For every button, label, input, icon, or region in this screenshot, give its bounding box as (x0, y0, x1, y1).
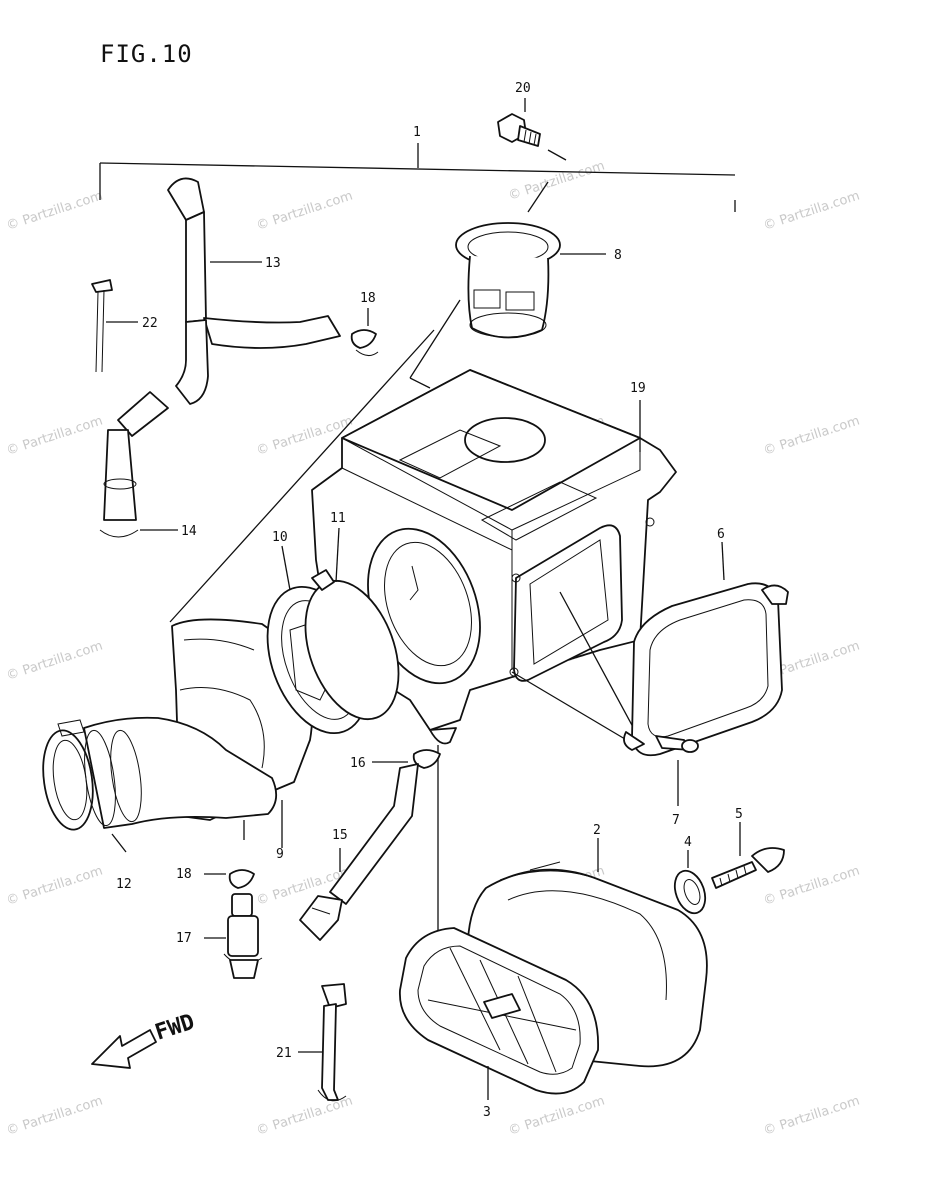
part-21-strap (298, 983, 347, 1102)
callout-6: 6 (717, 527, 725, 542)
callout-9: 9 (276, 847, 284, 862)
watermark: © Partzilla.com (762, 189, 862, 234)
watermark: © Partzilla.com (5, 639, 105, 684)
callouts: 1 20 8 13 18 22 19 14 10 11 6 16 7 5 15 … (116, 81, 743, 1120)
part-3-filter-frame (399, 927, 599, 1100)
watermark: © Partzilla.com (762, 414, 862, 459)
callout-3: 3 (483, 1105, 491, 1120)
callout-8: 8 (614, 248, 622, 263)
callout-5: 5 (735, 807, 743, 822)
callout-18-bottom: 18 (176, 867, 192, 882)
callout-21: 21 (276, 1046, 292, 1061)
watermark: © Partzilla.com (255, 189, 355, 234)
fwd-label: FWD (152, 1010, 198, 1046)
watermark: © Partzilla.com (5, 864, 105, 909)
part-11-clamp-ring (304, 527, 400, 721)
watermark: © Partzilla.com (507, 1094, 607, 1139)
part-19-air-cleaner-case (311, 369, 677, 745)
part-12-intake-duct (42, 716, 278, 853)
callout-4: 4 (684, 835, 692, 850)
watermark: © Partzilla.com (255, 1094, 355, 1139)
callout-2: 2 (593, 823, 601, 838)
callout-17: 17 (176, 931, 192, 946)
callout-10: 10 (272, 530, 288, 545)
part-22-clamp-band (91, 279, 138, 373)
fwd-arrow: FWD (91, 1010, 198, 1069)
part-18-clip-bottom (204, 869, 255, 889)
leader-lines (169, 329, 641, 1040)
part-8-intake-funnel (409, 222, 606, 389)
watermark: © Partzilla.com (762, 864, 862, 909)
callout-15: 15 (332, 828, 348, 843)
part-17-drain-plug (204, 893, 263, 979)
callout-14: 14 (181, 524, 197, 539)
callout-20: 20 (515, 81, 531, 96)
part-20-bolt (497, 98, 567, 213)
callout-16: 16 (350, 756, 366, 771)
callout-13: 13 (265, 256, 281, 271)
watermark: © Partzilla.com (5, 189, 105, 234)
watermark: © Partzilla.com (5, 1094, 105, 1139)
part-14-drain-tube (99, 391, 178, 538)
watermark: © Partzilla.com (255, 414, 355, 459)
assembly-bracket (99, 143, 736, 212)
watermark: © Partzilla.com (762, 1094, 862, 1139)
part-4-washer (673, 850, 707, 915)
part-13-breather-hose (167, 177, 341, 405)
figure-title: FIG.10 (100, 40, 193, 68)
part-7-screw (655, 735, 699, 806)
part-18-clip-top (350, 308, 379, 356)
callout-18-top: 18 (360, 291, 376, 306)
callout-7: 7 (672, 813, 680, 828)
callout-11: 11 (330, 511, 346, 526)
watermark: © Partzilla.com (507, 159, 607, 204)
callout-12: 12 (116, 877, 132, 892)
part-15-drain-hose (299, 763, 419, 941)
part-16-clip (372, 749, 441, 769)
callout-22: 22 (142, 316, 158, 331)
watermark: © Partzilla.com (5, 414, 105, 459)
part-5-wing-bolt (711, 822, 785, 889)
part-6-case-cover (623, 541, 789, 757)
callout-1: 1 (413, 125, 421, 140)
callout-19: 19 (630, 381, 646, 396)
